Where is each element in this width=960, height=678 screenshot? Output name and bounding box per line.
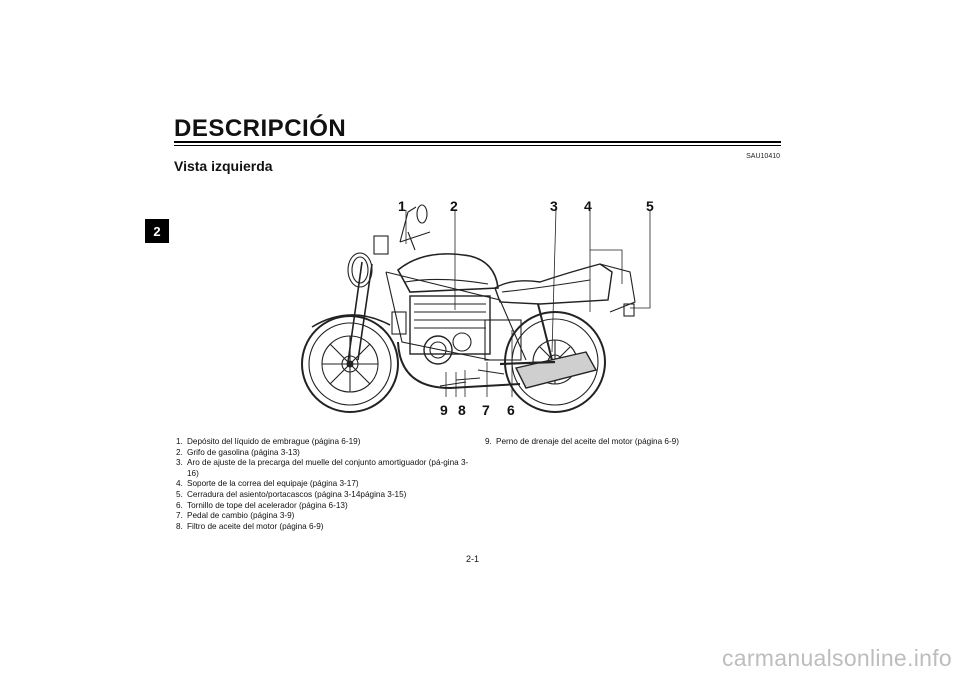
caption-num: 5. <box>176 489 183 499</box>
callout-8: 8 <box>458 402 466 418</box>
caption-item: 7. Pedal de cambio (página 3-9) <box>176 511 476 522</box>
caption-num: 6. <box>176 500 183 510</box>
caption-item: 3. Aro de ajuste de la precarga del muell… <box>176 458 476 479</box>
caption-text: Tornillo de tope del acelerador (página … <box>187 500 348 510</box>
callout-2: 2 <box>450 198 458 214</box>
caption-num: 9. <box>485 437 492 446</box>
caption-text: Perno de drenaje del aceite del motor (p… <box>496 437 679 446</box>
section-code: SAU10410 <box>746 153 780 160</box>
caption-num: 2. <box>176 447 183 457</box>
section-heading: Vista izquierda <box>174 158 273 174</box>
callout-9: 9 <box>440 402 448 418</box>
caption-num: 3. <box>176 458 183 468</box>
caption-text: Filtro de aceite del motor (página 6-9) <box>187 521 324 531</box>
callout-5: 5 <box>646 198 654 214</box>
caption-text: Aro de ajuste de la precarga del muelle … <box>187 458 469 478</box>
caption-text: Pedal de cambio (página 3-9) <box>187 511 295 521</box>
caption-item: 2. Grifo de gasolina (página 3-13) <box>176 448 476 459</box>
engine <box>391 295 522 365</box>
page-number: 2-1 <box>466 554 480 564</box>
callout-1: 1 <box>398 198 406 214</box>
page-title: DESCRIPCIÓN <box>174 115 347 142</box>
chapter-tab: 2 <box>145 219 169 243</box>
title-rule <box>174 141 781 146</box>
caption-num: 1. <box>176 437 183 446</box>
caption-item: 1. Depósito del líquido de embrague (pági… <box>176 437 476 448</box>
caption-text: Depósito del líquido de embrague (página… <box>187 437 361 446</box>
callout-leaders <box>405 209 651 397</box>
motorcycle-illustration <box>301 204 651 413</box>
caption-item: 8. Filtro de aceite del motor (página 6-9… <box>176 522 476 533</box>
caption-num: 8. <box>176 521 183 531</box>
caption-text: Grifo de gasolina (página 3-13) <box>187 447 300 457</box>
caption-list-left: 1. Depósito del líquido de embrague (pági… <box>176 437 476 532</box>
callout-3: 3 <box>550 198 558 214</box>
callout-7: 7 <box>482 402 490 418</box>
caption-item: 6. Tornillo de tope del acelerador (págin… <box>176 501 476 512</box>
callout-6: 6 <box>507 402 515 418</box>
caption-text: Soporte de la correa del equipaje (págin… <box>187 479 359 489</box>
motorcycle-left-view-figure: 1 2 3 4 5 9 8 7 6 <box>290 192 680 422</box>
callout-4: 4 <box>584 198 592 214</box>
caption-item: 4. Soporte de la correa del equipaje (pág… <box>176 479 476 490</box>
caption-item: 5. Cerradura del asiento/portacascos (pág… <box>176 490 476 501</box>
caption-text: Cerradura del asiento/portacascos (págin… <box>187 489 407 499</box>
caption-item: 9. Perno de drenaje del aceite del motor … <box>485 437 785 448</box>
caption-num: 4. <box>176 479 183 489</box>
caption-list-right: 9. Perno de drenaje del aceite del motor … <box>485 437 785 448</box>
front-wheel <box>301 315 399 413</box>
caption-num: 7. <box>176 511 183 521</box>
watermark-link[interactable]: carmanualsonline.info <box>721 645 952 671</box>
